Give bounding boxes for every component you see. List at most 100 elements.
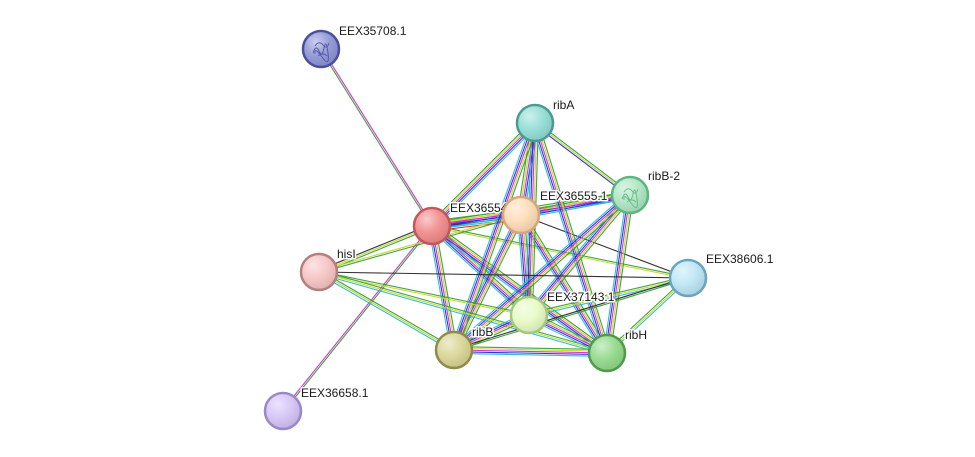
node-shine <box>437 333 471 367</box>
edge-evidence-line <box>606 194 631 354</box>
edge-evidence-line <box>319 269 608 352</box>
node-label-halo: hisI <box>337 247 356 261</box>
edge-EEX36555.1-EEX38606.1[interactable] <box>520 214 689 279</box>
edge-evidence-line <box>532 123 606 354</box>
node-label-halo: ribA <box>553 98 574 112</box>
edge-EEX37143.1-EEX38606.1[interactable] <box>528 275 689 318</box>
edge-EEX36554-EEX35708.1[interactable] <box>319 48 434 227</box>
edge-hisI-ribB[interactable] <box>317 270 456 352</box>
protein-structure-icon <box>621 188 639 209</box>
edge-evidence-line <box>535 121 632 195</box>
node-shine <box>613 178 647 212</box>
edge-evidence-line <box>319 270 456 350</box>
node-label: EEX38606.1 <box>706 252 774 266</box>
edge-evidence-line <box>517 216 605 356</box>
edge-evidence-line <box>429 226 453 351</box>
edge-evidence-line <box>321 48 434 226</box>
node-label: hisI <box>337 247 356 261</box>
node-shine <box>304 32 338 66</box>
edge-evidence-line <box>453 351 607 356</box>
edge-ribB-2-ribB[interactable] <box>451 192 633 353</box>
edge-ribB-2-ribH[interactable] <box>603 194 634 354</box>
edge-EEX36555.1-hisI[interactable] <box>318 213 522 274</box>
edge-hisI-EEX38606.1[interactable] <box>318 271 689 279</box>
edge-evidence-line <box>318 271 455 351</box>
node-label: EEX37143.1 <box>547 290 615 304</box>
edge-ribB-ribH[interactable] <box>453 346 608 357</box>
node-label-halo: ribH <box>625 328 647 342</box>
edge-evidence-line <box>454 346 608 351</box>
edge-EEX36554-ribA[interactable] <box>429 120 538 229</box>
node-shine <box>518 106 552 140</box>
node-label-halo: EEX38606.1 <box>706 252 774 266</box>
edge-evidence-line <box>317 272 454 352</box>
edge-evidence-line <box>430 121 535 226</box>
node-label-halo: EEX37143.1 <box>547 290 615 304</box>
edge-evidence-line <box>604 194 629 353</box>
edge-evidence-line <box>454 347 608 352</box>
edge-evidence-line <box>318 273 607 356</box>
edge-evidence-line <box>454 278 689 352</box>
node-label: ribH <box>625 328 647 342</box>
edge-evidence-line <box>451 192 629 348</box>
edge-evidence-line <box>531 196 634 318</box>
node-shine <box>266 394 300 428</box>
edge-evidence-line <box>318 225 433 273</box>
edge-evidence-line <box>536 122 610 353</box>
edge-ribA-ribB-2[interactable] <box>533 121 632 197</box>
protein-structure-icon <box>312 42 330 63</box>
edge-hisI-ribH[interactable] <box>318 269 608 356</box>
node-label: ribB <box>472 325 493 339</box>
edge-evidence-line <box>432 224 689 278</box>
edge-evidence-line <box>432 123 537 228</box>
node-shine <box>302 255 336 289</box>
node-label-halo: EEX35708.1 <box>339 24 407 38</box>
edge-EEX36554-EEX36658.1[interactable] <box>281 225 434 412</box>
edge-ribA-ribH[interactable] <box>531 121 611 355</box>
edge-evidence-line <box>453 276 688 350</box>
edge-evidence-line <box>434 125 538 229</box>
edge-evidence-line <box>608 195 633 354</box>
edge-evidence-line <box>534 122 608 354</box>
node-label-halo: EEX36658.1 <box>301 386 369 400</box>
edge-evidence-line <box>455 197 633 353</box>
edge-evidence-line <box>431 122 536 227</box>
edge-evidence-line <box>537 121 611 353</box>
edge-evidence-line <box>318 223 432 271</box>
edge-evidence-line <box>431 225 455 351</box>
edge-evidence-line <box>529 279 689 318</box>
edge-evidence-line <box>533 123 630 197</box>
node-label-halo: EEX36555.1 <box>540 189 608 203</box>
edge-evidence-line <box>453 352 607 357</box>
node-shine <box>590 336 624 370</box>
edge-evidence-line <box>281 225 432 411</box>
edge-evidence-line <box>429 120 533 224</box>
node-label-halo: ribB <box>472 325 493 339</box>
edge-evidence-line <box>520 214 689 279</box>
node-label: ribB-2 <box>648 169 680 183</box>
node-label: EEX35708.1 <box>339 24 407 38</box>
edge-ribB-EEX38606.1[interactable] <box>453 276 689 352</box>
edge-evidence-line <box>453 194 631 351</box>
node-label-halo: ribB-2 <box>648 169 680 183</box>
edge-evidence-line <box>318 213 521 272</box>
edge-evidence-line <box>521 213 609 353</box>
edge-evidence-line <box>452 193 630 350</box>
edge-evidence-line <box>453 349 608 354</box>
edge-evidence-line <box>433 225 457 350</box>
edge-evidence-line <box>319 49 432 227</box>
edge-evidence-line <box>283 226 434 412</box>
edge-EEX36554-ribB[interactable] <box>428 225 458 351</box>
